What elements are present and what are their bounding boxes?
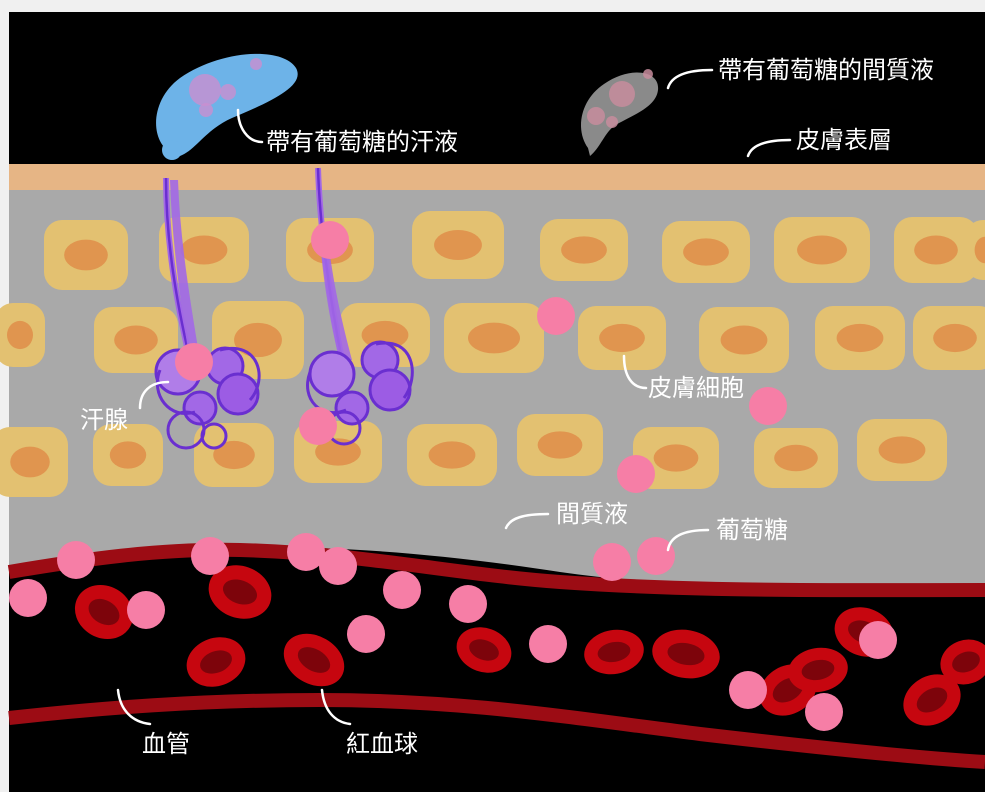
glucose-molecule xyxy=(449,585,487,623)
glucose-molecule xyxy=(805,693,843,731)
label-epidermis: 皮膚表層 xyxy=(796,126,892,154)
skin-cell xyxy=(0,303,45,367)
glucose-molecule xyxy=(9,579,47,617)
skin-cell xyxy=(540,219,628,281)
glucose-molecule xyxy=(319,547,357,585)
glucose-molecule xyxy=(347,615,385,653)
skin-cell xyxy=(517,414,603,476)
label-skin-cells: 皮膚細胞 xyxy=(648,374,744,402)
skin-cell xyxy=(0,427,68,497)
skin-cell xyxy=(965,220,985,280)
glucose-molecule xyxy=(175,343,213,381)
skin-cell xyxy=(412,211,504,279)
label-blood-vessel: 血管 xyxy=(142,730,190,758)
skin-cell xyxy=(699,307,789,373)
label-red-blood-cells: 紅血球 xyxy=(346,730,418,758)
glucose-molecule xyxy=(529,625,567,663)
skin-cell xyxy=(44,220,128,290)
skin-cell xyxy=(662,221,750,283)
glucose-molecule xyxy=(859,621,897,659)
glucose-molecule xyxy=(57,541,95,579)
glucose-molecule xyxy=(311,221,349,259)
glucose-molecule xyxy=(127,591,165,629)
skin-cell xyxy=(857,419,947,481)
skin-cell xyxy=(194,423,274,487)
skin-cell xyxy=(815,306,905,370)
skin-cell xyxy=(754,428,838,488)
glucose-molecule xyxy=(537,297,575,335)
epidermis-layer xyxy=(9,164,985,190)
glucose-molecule xyxy=(617,455,655,493)
glucose-molecule xyxy=(191,537,229,575)
skin-cell xyxy=(444,303,544,373)
skin-cell xyxy=(913,306,985,370)
label-sweat: 帶有葡萄糖的汗液 xyxy=(266,128,458,156)
glucose-molecule xyxy=(593,543,631,581)
skin-cell xyxy=(774,217,870,283)
label-glucose: 葡萄糖 xyxy=(716,516,788,544)
skin-cell xyxy=(578,306,666,370)
label-interstitial-top: 帶有葡萄糖的間質液 xyxy=(718,56,934,84)
glucose-molecule xyxy=(749,387,787,425)
glucose-molecule xyxy=(729,671,767,709)
label-sweat-gland: 汗腺 xyxy=(80,406,128,434)
skin-cell xyxy=(407,424,497,486)
label-interstitial: 間質液 xyxy=(556,500,628,528)
glucose-molecule xyxy=(299,407,337,445)
glucose-molecule xyxy=(383,571,421,609)
